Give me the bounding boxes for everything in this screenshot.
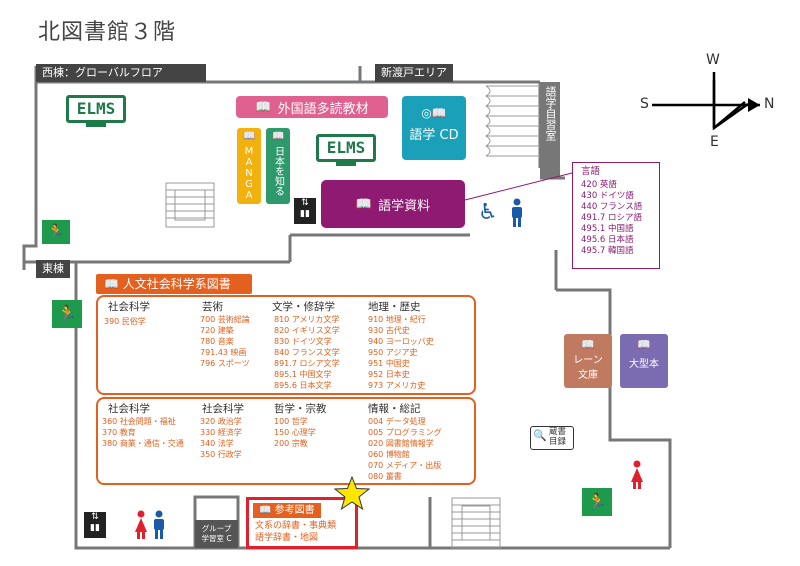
language-list-item: 440 フランス語: [581, 202, 643, 212]
book-icon: 📖: [255, 99, 272, 115]
compass-w: W: [706, 52, 720, 68]
compass-s: S: [640, 96, 649, 112]
self-study-block: [540, 82, 560, 178]
restroom-woman-icon: [631, 460, 643, 489]
reference-title: 📖 参考図書: [253, 503, 321, 518]
column-head: 文学・修辞学: [272, 301, 335, 313]
language-list-heading: 言語: [581, 166, 601, 177]
language-materials-button[interactable]: 📖 語学資料: [321, 180, 465, 228]
emergency-exit-icon: 🏃: [582, 488, 612, 516]
shelf-items: 700 芸術総論 720 建築 780 音楽 791.43 映画 796 スポー…: [200, 315, 250, 368]
page-title: 北図書館３階: [38, 20, 177, 45]
shelf-items: 390 民俗学: [104, 317, 146, 326]
foreign-reading-button[interactable]: 📖 外国語多読教材: [236, 96, 388, 118]
compass-icon: [652, 72, 760, 131]
zone-shintoko: 新渡戸エリア: [375, 64, 453, 82]
accessible-icon: ♿: [478, 200, 498, 225]
column-head: 社会科学: [108, 301, 150, 313]
book-icon: 📖: [259, 505, 275, 516]
reference-item: 語学辞書・地図: [255, 533, 319, 543]
language-list-item: 420 英語: [581, 180, 617, 190]
column-head: 哲学・宗教: [274, 403, 327, 415]
shelf-items: 320 政治学 330 経済学 340 法学 350 行政学: [200, 417, 242, 459]
zone-east-wing: 東棟: [36, 260, 70, 278]
book-icon: 📖: [104, 277, 123, 291]
know-japan-button[interactable]: 日本を知る: [266, 128, 290, 204]
shelf-items: 004 データ処理 005 プログラミング 020 図書館情報学 060 博物館…: [368, 417, 442, 481]
column-head: 芸術: [202, 301, 223, 313]
shelf-items: 360 社会問題・福祉 370 教育 380 商業・通信・交通: [102, 417, 184, 448]
humanities-lower-shelves: [96, 397, 476, 485]
restroom-man-icon: [154, 510, 164, 539]
book-icon: 📖: [581, 338, 595, 351]
reference-item: 文系の辞書・事典類: [255, 521, 337, 531]
manga-book-icon: 📖: [243, 131, 256, 142]
elms-terminal-left[interactable]: ELMS: [66, 95, 126, 127]
reference-books[interactable]: 📖 参考図書 文系の辞書・事典類 語学辞書・地図: [246, 497, 358, 549]
search-icon: 🔍: [533, 429, 547, 442]
language-list-item: 491.7 ロシア語: [581, 213, 643, 223]
shelf-items: 810 アメリカ文学 820 イギリス文学 830 ドイツ文学 840 フランス…: [274, 315, 340, 390]
lane-stacks[interactable]: 📖 レーン 文庫: [564, 334, 612, 388]
manga-button[interactable]: MANGA: [237, 128, 261, 204]
language-list-item: 430 ドイツ語: [581, 191, 634, 201]
group-study-room-c[interactable]: グループ 学習室 C: [195, 520, 238, 548]
japan-book-icon: 📖: [272, 131, 285, 142]
elms-terminal-center[interactable]: ELMS: [316, 134, 376, 166]
emergency-exit-icon: 🏃: [42, 220, 70, 244]
catalog-terminal[interactable]: 🔍 蔵書 目録: [530, 426, 574, 450]
self-study-room: 語学自習室: [544, 86, 557, 141]
column-head: 情報・総記: [368, 403, 421, 415]
compass-e: E: [710, 134, 719, 150]
elevator-icon: ⇅▮▮: [84, 512, 106, 538]
language-cd-button[interactable]: ◎📖 語学 CD: [402, 96, 466, 160]
compass-n: N: [764, 96, 775, 112]
book-icon: 📖: [637, 338, 651, 351]
star-icon: [334, 476, 370, 510]
shelf-items: 100 哲学 150 心理学 200 宗教: [274, 417, 316, 448]
humanities-upper-shelves: [96, 295, 476, 395]
language-list-item: 495.7 韓国語: [581, 246, 634, 256]
emergency-exit-icon: 🏃: [52, 300, 82, 328]
shelf-items: 910 地理・紀行 930 古代史 940 ヨーロッパ史 950 アジア史 95…: [368, 315, 434, 390]
humanities-title: 📖 人文社会科学系図書: [96, 274, 252, 294]
restroom-woman-icon: [135, 510, 147, 539]
language-list: 言語 420 英語 430 ドイツ語 440 フランス語 491.7 ロシア語 …: [572, 162, 660, 269]
column-head: 社会科学: [202, 403, 244, 415]
elevator-icon: ⇅▮▮: [294, 198, 316, 224]
restroom-man-icon: [512, 198, 522, 227]
zone-west-wing: 西棟：グローバルフロア: [36, 64, 206, 82]
column-head: 地理・歴史: [368, 301, 421, 313]
book-icon: 📖: [355, 196, 373, 212]
column-head: 社会科学: [108, 403, 150, 415]
cd-icon: ◎📖: [421, 106, 447, 120]
large-books[interactable]: 📖 大型本: [620, 334, 668, 388]
language-list-item: 495.6 日本語: [581, 235, 634, 245]
compass-arrow-icon: [748, 98, 760, 112]
language-list-item: 495.1 中国語: [581, 224, 634, 234]
